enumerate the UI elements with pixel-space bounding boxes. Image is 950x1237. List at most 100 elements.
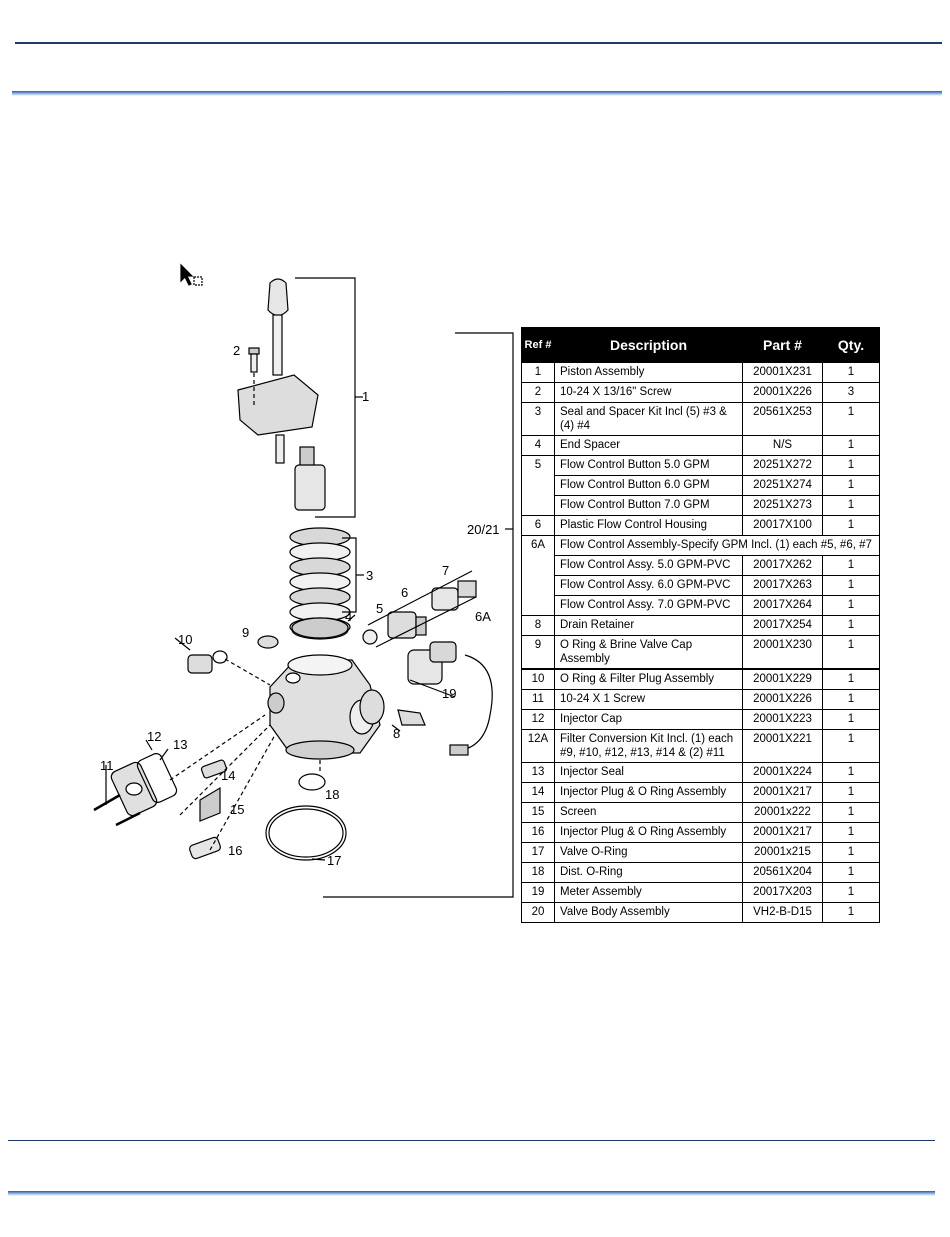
cell-description: Valve Body Assembly — [554, 902, 743, 923]
cell-qty: 1 — [822, 882, 880, 903]
cell-qty: 1 — [822, 782, 880, 803]
cell-ref: 20 — [521, 902, 555, 923]
table-row: 15 Screen 20001x222 1 — [521, 802, 880, 823]
cell-ref — [521, 555, 555, 576]
cell-description: Injector Plug & O Ring Assembly — [554, 822, 743, 843]
cell-description: Dist. O-Ring — [554, 862, 743, 883]
header-ref: Ref # — [521, 327, 555, 363]
cell-part: 20001X229 — [742, 668, 823, 690]
table-row: 6 Plastic Flow Control Housing 20017X100… — [521, 515, 880, 536]
callout-2: 2 — [233, 343, 240, 358]
parts-table: Ref # Description Part # Qty. 1 Piston A… — [521, 327, 880, 923]
table-row: 8 Drain Retainer 20017X254 1 — [521, 615, 880, 636]
cell-ref: 11 — [521, 689, 555, 710]
cell-qty: 1 — [822, 689, 880, 710]
callout-6: 6 — [401, 585, 408, 600]
cell-part: 20001X217 — [742, 822, 823, 843]
callout-12: 12 — [147, 729, 161, 744]
cell-qty: 1 — [822, 475, 880, 496]
cell-qty: 1 — [822, 802, 880, 823]
table-row: 14 Injector Plug & O Ring Assembly 20001… — [521, 782, 880, 803]
end-spacer-part — [291, 617, 349, 639]
cell-description: Filter Conversion Kit Incl. (1) each #9,… — [554, 729, 743, 763]
callout-20-21: 20/21 — [467, 522, 500, 537]
cell-description: Flow Control Assy. 6.0 GPM-PVC — [554, 575, 743, 596]
cell-qty: 1 — [822, 515, 880, 536]
cell-description: Injector Cap — [554, 709, 743, 730]
callout-1: 1 — [362, 389, 369, 404]
cell-description: Flow Control Button 7.0 GPM — [554, 495, 743, 516]
header-part: Part # — [742, 327, 823, 363]
flow-control-housing-part — [387, 611, 427, 639]
cell-ref: 16 — [521, 822, 555, 843]
table-row: 5 Flow Control Button 5.0 GPM 20251X272 … — [521, 455, 880, 476]
filter-plug-part — [187, 650, 228, 674]
cell-description: Flow Control Button 6.0 GPM — [554, 475, 743, 496]
flow-control-button-part — [362, 629, 378, 645]
cell-ref: 3 — [521, 402, 555, 436]
table-row: 18 Dist. O-Ring 20561X204 1 — [521, 862, 880, 883]
cell-part: 20251X272 — [742, 455, 823, 476]
footer-rule — [8, 1140, 935, 1141]
callout-6a: 6A — [475, 609, 491, 624]
callout-14: 14 — [221, 768, 235, 783]
header-description: Description — [554, 327, 743, 363]
cell-description: O Ring & Filter Plug Assembly — [554, 668, 743, 690]
cell-part: 20001X224 — [742, 762, 823, 783]
cell-ref: 6A — [521, 535, 555, 556]
table-row: Flow Control Assy. 7.0 GPM-PVC 20017X264… — [521, 595, 880, 616]
cell-qty: 1 — [822, 455, 880, 476]
callout-7: 7 — [442, 563, 449, 578]
cell-qty: 1 — [822, 402, 880, 436]
cell-ref: 1 — [521, 362, 555, 383]
callout-17: 17 — [327, 853, 341, 868]
cell-part: 20017X263 — [742, 575, 823, 596]
brine-valve-cap-part — [257, 635, 279, 649]
cursor-box-icon — [193, 276, 203, 286]
cell-ref: 14 — [521, 782, 555, 803]
cell-part: 20251X274 — [742, 475, 823, 496]
cell-description: Flow Control Assy. 7.0 GPM-PVC — [554, 595, 743, 616]
callout-19: 19 — [442, 686, 456, 701]
table-row: 2 10-24 X 13/16" Screw 20001X226 3 — [521, 382, 880, 403]
cell-part: 20017X264 — [742, 595, 823, 616]
diagram-svg: 1 2 3 4 5 6 6A 7 8 9 10 11 12 13 14 15 1… — [93, 263, 514, 898]
cell-ref: 6 — [521, 515, 555, 536]
table-row: 4 End Spacer N/S 1 — [521, 435, 880, 456]
cell-qty: 1 — [822, 709, 880, 730]
cell-description: Screen — [554, 802, 743, 823]
cell-qty: 1 — [822, 729, 880, 763]
table-row: 17 Valve O-Ring 20001x215 1 — [521, 842, 880, 863]
callout-11: 11 — [100, 758, 114, 773]
cell-description: Flow Control Assy. 5.0 GPM-PVC — [554, 555, 743, 576]
cell-qty: 1 — [822, 902, 880, 923]
callout-8: 8 — [393, 726, 400, 741]
callout-3: 3 — [366, 568, 373, 583]
cell-qty: 1 — [822, 862, 880, 883]
table-row: 9 O Ring & Brine Valve Cap Assembly 2000… — [521, 635, 880, 670]
cell-description: Meter Assembly — [554, 882, 743, 903]
header-band — [12, 91, 942, 96]
callout-13: 13 — [173, 737, 187, 752]
cell-part: 20001X223 — [742, 709, 823, 730]
cell-description: Valve O-Ring — [554, 842, 743, 863]
cell-ref: 19 — [521, 882, 555, 903]
cell-qty: 1 — [822, 555, 880, 576]
drain-retainer-part — [397, 709, 426, 726]
cell-ref — [521, 475, 555, 496]
screen-part — [199, 786, 221, 822]
meter-assembly-part — [407, 641, 493, 756]
cell-description: 10-24 X 13/16" Screw — [554, 382, 743, 403]
cell-description: Flow Control Assembly-Specify GPM Incl. … — [554, 535, 880, 556]
header-rule — [15, 42, 942, 44]
cell-description: Flow Control Button 5.0 GPM — [554, 455, 743, 476]
cell-part: 20017X254 — [742, 615, 823, 636]
cell-part: 20001x215 — [742, 842, 823, 863]
cell-description: End Spacer — [554, 435, 743, 456]
cell-qty: 1 — [822, 435, 880, 456]
callout-4: 4 — [345, 609, 352, 624]
callout-5: 5 — [376, 601, 383, 616]
cell-qty: 1 — [822, 495, 880, 516]
cell-description: Plastic Flow Control Housing — [554, 515, 743, 536]
cell-qty: 1 — [822, 822, 880, 843]
